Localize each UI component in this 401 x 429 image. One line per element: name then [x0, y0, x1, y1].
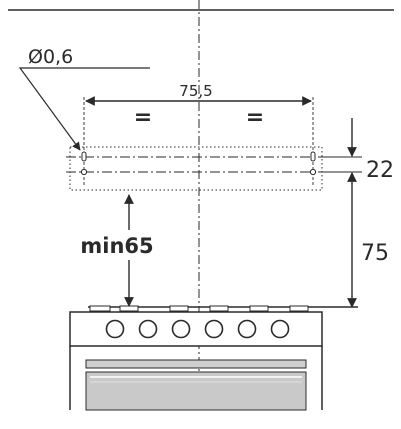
min-clearance-label: min65	[80, 234, 153, 258]
round-hole-right	[309, 168, 317, 176]
burner-knob	[138, 319, 158, 339]
min-clearance-label-bg	[76, 230, 158, 260]
burner-knob	[204, 319, 224, 339]
oven-handle	[85, 359, 307, 369]
burner-knob	[237, 319, 257, 339]
slot-hole-right	[310, 151, 316, 162]
mounting-holes	[80, 151, 317, 176]
burner-knob	[270, 319, 290, 339]
burner-knob	[171, 319, 191, 339]
slot-hole-left	[81, 151, 87, 162]
width-dimension-label: 75,5	[179, 82, 212, 100]
equal-mark-left: =	[134, 105, 152, 130]
spacing-dimension-label: 22	[366, 158, 394, 183]
cooktop-grid-supports	[89, 305, 309, 312]
hole-diameter-label: Ø0,6	[28, 46, 73, 68]
equal-mark-right: =	[246, 105, 264, 130]
burner-knobs	[105, 319, 290, 339]
oven-door-window	[85, 371, 307, 411]
diameter-leader	[18, 67, 150, 151]
round-hole-left	[80, 168, 88, 176]
cooker	[69, 305, 358, 411]
burner-knob	[105, 319, 125, 339]
mounting-template-outline	[69, 146, 323, 191]
height-dimension-label: 75	[361, 241, 389, 266]
